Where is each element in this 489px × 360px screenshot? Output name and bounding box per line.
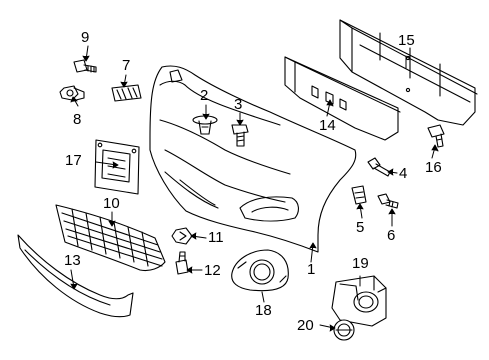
lower-molding-part[interactable] bbox=[17, 234, 134, 318]
callout-13: 13 bbox=[64, 252, 81, 269]
callout-3: 3 bbox=[234, 96, 243, 113]
callout-5: 5 bbox=[356, 219, 365, 236]
callout-16: 16 bbox=[425, 159, 442, 176]
callout-15: 15 bbox=[398, 32, 415, 49]
callout-10: 10 bbox=[103, 195, 120, 212]
callout-7: 7 bbox=[122, 57, 131, 74]
lower-grille-part[interactable] bbox=[55, 204, 166, 272]
callout-11: 11 bbox=[208, 229, 224, 246]
callout-9: 9 bbox=[81, 29, 90, 46]
sensor-retainer-part[interactable] bbox=[333, 319, 355, 341]
callout-6: 6 bbox=[387, 227, 396, 244]
license-plate-bracket-part[interactable] bbox=[94, 139, 140, 195]
callout-19: 19 bbox=[352, 255, 369, 272]
bolt-6-part[interactable] bbox=[377, 193, 399, 209]
screw-9-part[interactable] bbox=[73, 59, 97, 73]
leader-lines bbox=[70, 45, 439, 332]
energy-absorber-part[interactable] bbox=[284, 56, 401, 141]
park-sensor-part[interactable] bbox=[331, 275, 387, 327]
callout-17: 17 bbox=[65, 152, 82, 169]
callout-2: 2 bbox=[200, 87, 209, 104]
callout-18: 18 bbox=[255, 302, 272, 319]
nut-8-part[interactable] bbox=[59, 85, 85, 101]
callout-8: 8 bbox=[73, 111, 82, 128]
callout-20: 20 bbox=[297, 317, 314, 334]
bumper-cover-part[interactable] bbox=[149, 65, 357, 253]
callout-1: 1 bbox=[307, 261, 316, 278]
callout-14: 14 bbox=[319, 117, 336, 134]
bracket-5-part[interactable] bbox=[351, 185, 367, 205]
fog-lamp-bezel-part[interactable] bbox=[231, 249, 289, 292]
callout-12: 12 bbox=[204, 262, 221, 279]
bolt-3-part[interactable] bbox=[231, 124, 249, 147]
bolt-16-part[interactable] bbox=[427, 124, 445, 148]
push-retainer-clip-part[interactable] bbox=[192, 115, 218, 135]
small-plate-part[interactable] bbox=[111, 84, 142, 102]
clip-11-part[interactable] bbox=[171, 227, 193, 245]
reinforcement-bar-part[interactable] bbox=[339, 19, 478, 126]
screw-4-part[interactable] bbox=[367, 157, 391, 177]
bolt-12-part[interactable] bbox=[175, 251, 189, 275]
callout-4: 4 bbox=[399, 165, 408, 182]
